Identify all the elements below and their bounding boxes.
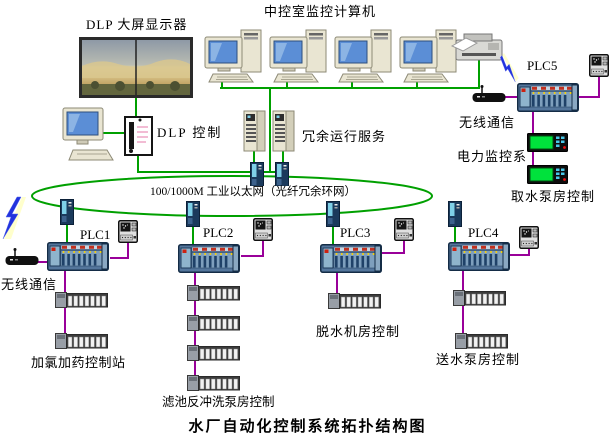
- filter-backwash-label: 滤池反冲洗泵房控制: [162, 395, 275, 409]
- plc2-io-rack-2: [187, 315, 240, 331]
- fiber-ring-ellipse: [31, 175, 433, 217]
- dlp-video-wall: [79, 37, 193, 98]
- plc2-hmi-link: [241, 240, 264, 257]
- plc4-rack: [448, 242, 510, 271]
- ring-switch-1: [60, 199, 74, 225]
- plc4-hmi-panel: [519, 226, 539, 249]
- plc4-hmi-link: [509, 248, 530, 256]
- workstation-2: [269, 29, 327, 83]
- wireless-router-left: [4, 247, 40, 266]
- plc2-rack: [178, 244, 240, 273]
- control-room-label: 中控室监控计算机: [264, 4, 377, 19]
- plc2-io-rack-3: [187, 345, 240, 361]
- dlp-control-label: DLP 控制: [157, 125, 223, 140]
- plc3-hmi-panel: [394, 218, 414, 241]
- plc2-label: PLC2: [203, 225, 234, 240]
- ring-switch-3: [326, 201, 340, 227]
- dewatering-label: 脱水机房控制: [316, 324, 401, 339]
- wireless-label-left: 无线通信: [1, 277, 58, 292]
- chlorine-station-label: 加氯加药控制站: [31, 355, 126, 370]
- plc3-io-rack-1: [328, 293, 381, 309]
- plc2-io-rack-1: [187, 285, 240, 301]
- power-monitor-1: [527, 133, 568, 152]
- plc4-io-rack-2: [455, 333, 508, 349]
- plc5-hmi-link: [578, 76, 600, 98]
- plc5-hmi-panel: [589, 54, 609, 77]
- workstation-1: [204, 29, 262, 83]
- printer: [450, 33, 503, 61]
- redundant-server-2: [272, 110, 295, 152]
- power-monitor-2: [527, 165, 568, 184]
- power-monitor-label: 电力监控系: [457, 149, 528, 164]
- intake-pump-label: 取水泵房控制: [511, 189, 596, 204]
- workstation-3: [334, 29, 392, 83]
- ethernet-ring-label: 100/1000M 工业以太网（光纤冗余环网）: [149, 186, 358, 199]
- plc2-hmi-panel: [253, 218, 273, 241]
- plc3-hmi-link: [381, 240, 405, 254]
- diagram-title: 水厂自动化控制系统拓扑结构图: [188, 419, 427, 435]
- water-delivery-label: 送水泵房控制: [436, 352, 521, 367]
- dlp-wall-label: DLP 大屏显示器: [86, 17, 188, 32]
- plc5-rack: [517, 83, 579, 112]
- redundant-server-1: [243, 110, 266, 152]
- ring-switch-top-2: [275, 162, 289, 188]
- fieldbus-links: [38, 76, 600, 376]
- lightning-icon-left: [2, 196, 27, 240]
- plc1-rack: [47, 242, 109, 271]
- redundant-server-label: 冗余运行服务: [302, 129, 387, 144]
- plc2-io-rack-4: [187, 375, 240, 391]
- plc1-hmi-panel: [118, 220, 138, 243]
- plc3-rack: [320, 244, 382, 273]
- ring-switch-2: [186, 201, 200, 227]
- plc4-io-rack-1: [453, 290, 506, 306]
- workstation-4: [399, 29, 457, 83]
- plc4-label: PLC4: [468, 225, 499, 240]
- dlp-controller: [124, 116, 153, 156]
- plc1-hmi-link: [110, 242, 129, 259]
- devices: [2, 29, 609, 391]
- ring-switch-top-1: [250, 162, 264, 188]
- plc1-label: PLC1: [80, 227, 111, 242]
- plc1-io-rack-2: [55, 333, 108, 349]
- plc3-label: PLC3: [340, 225, 371, 240]
- ring-switch-4: [448, 201, 462, 227]
- wireless-label-right: 无线通信: [459, 115, 516, 130]
- plc1-io-rack-1: [55, 292, 108, 308]
- plc5-label: PLC5: [527, 58, 558, 73]
